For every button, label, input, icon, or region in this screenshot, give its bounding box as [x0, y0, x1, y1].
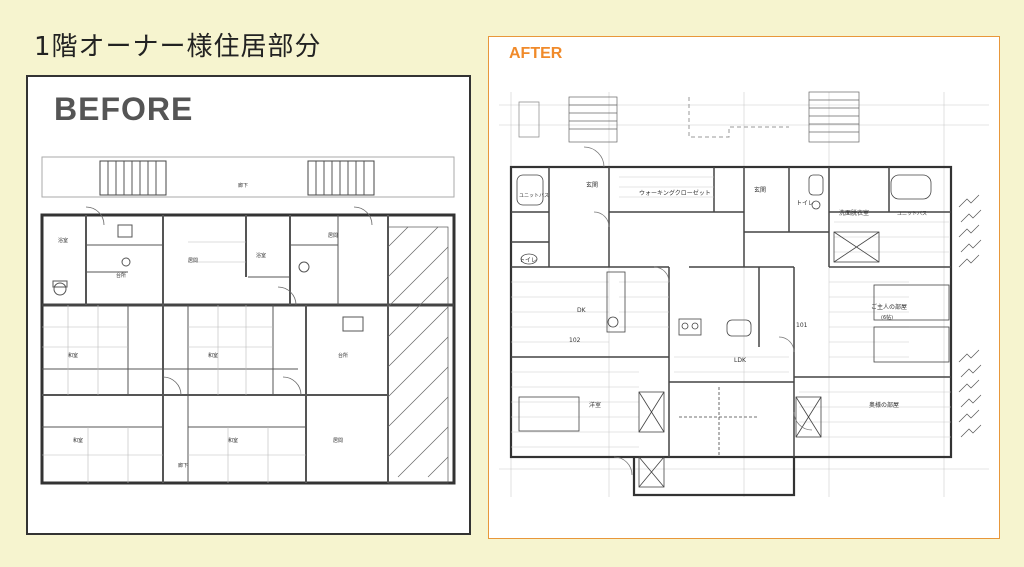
before-floorplan-drawing: 浴室 台所 居間 浴室 居間 和室 和室 台所 和室 和室 居間 廊下 廊下: [40, 156, 456, 485]
room-unit-bath-2: ユニットバス: [897, 211, 927, 217]
before-floorplan-panel: BEFORE: [26, 75, 471, 535]
before-label: BEFORE: [54, 91, 194, 127]
svg-text:台所: 台所: [116, 272, 126, 279]
after-floorplan-panel: AFTER: [488, 36, 1000, 539]
after-stair-right: [808, 91, 860, 143]
room-102: 102: [569, 337, 581, 344]
room-senmen: 洗面脱衣室: [839, 209, 869, 217]
svg-text:居間: 居間: [333, 438, 343, 444]
svg-text:和室: 和室: [73, 437, 83, 444]
room-okusama: 奥様の部屋: [869, 401, 899, 409]
room-washitsu: 洋室: [589, 401, 601, 409]
room-genkan-2: 玄関: [754, 186, 766, 194]
svg-text:台所: 台所: [338, 352, 348, 359]
room-toilet-2: トイレ: [796, 200, 814, 207]
svg-text:居間: 居間: [188, 258, 198, 264]
svg-text:浴室: 浴室: [256, 252, 266, 259]
before-stair-right: [307, 160, 375, 196]
room-walkin: ウォーキングクローゼット: [639, 189, 711, 197]
svg-text:和室: 和室: [208, 352, 218, 359]
page-title: 1階オーナー様住居部分: [34, 32, 322, 62]
after-label: AFTER: [509, 45, 563, 62]
svg-text:和室: 和室: [68, 352, 78, 359]
after-stair-left: [518, 96, 618, 143]
after-floorplan-drawing: 玄関 玄関 ウォーキングクローゼット トイレ トイレ 洗面脱衣室 ユニットバス …: [499, 91, 989, 497]
room-101: 101: [796, 322, 808, 329]
room-dk: DK: [577, 307, 587, 314]
svg-text:居間: 居間: [328, 233, 338, 239]
before-stair-left: [99, 160, 167, 196]
room-unit-bath-1: ユニットバス: [519, 193, 549, 199]
room-toilet-1: トイレ: [519, 257, 537, 264]
svg-text:廊下: 廊下: [178, 462, 188, 469]
room-goshujin: ご主人の部屋: [871, 303, 907, 311]
room-goshujin-size: (6帖): [881, 314, 893, 321]
svg-text:浴室: 浴室: [58, 237, 68, 244]
room-ldk: LDK: [734, 357, 747, 364]
room-genkan-1: 玄関: [586, 181, 598, 189]
before-hatched-area: [387, 226, 449, 484]
svg-text:和室: 和室: [228, 437, 238, 444]
after-plants: [958, 194, 982, 438]
svg-text:廊下: 廊下: [238, 182, 248, 189]
